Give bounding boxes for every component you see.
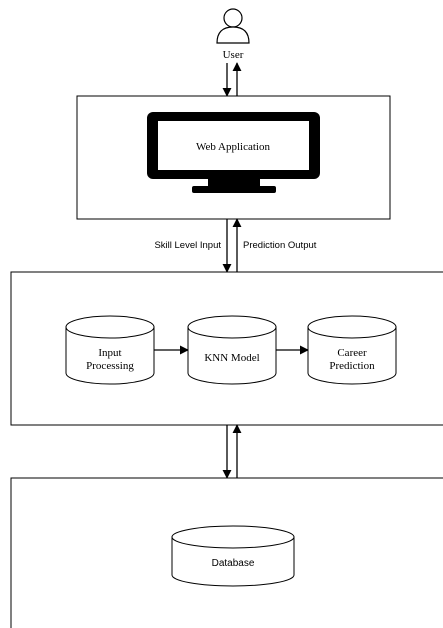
skill-level-input-label: Skill Level Input xyxy=(154,240,221,251)
database-node: Database xyxy=(171,525,295,587)
career-prediction-node: Career Prediction xyxy=(307,315,397,385)
monitor-icon xyxy=(147,112,320,193)
knn-model-node: KNN Model xyxy=(187,315,277,385)
career-prediction-line2: Prediction xyxy=(329,360,375,372)
database-label: Database xyxy=(212,558,255,569)
input-processing-line1: Input xyxy=(98,347,121,359)
career-prediction-line1: Career xyxy=(337,347,367,359)
input-processing-line2: Processing xyxy=(86,360,134,372)
input-processing-node: Input Processing xyxy=(65,315,155,385)
knn-model-label: KNN Model xyxy=(204,352,259,364)
prediction-output-label: Prediction Output xyxy=(243,240,317,251)
web-app-label: Web Application xyxy=(196,141,270,153)
user-icon xyxy=(216,8,250,44)
user-label: User xyxy=(223,49,244,61)
